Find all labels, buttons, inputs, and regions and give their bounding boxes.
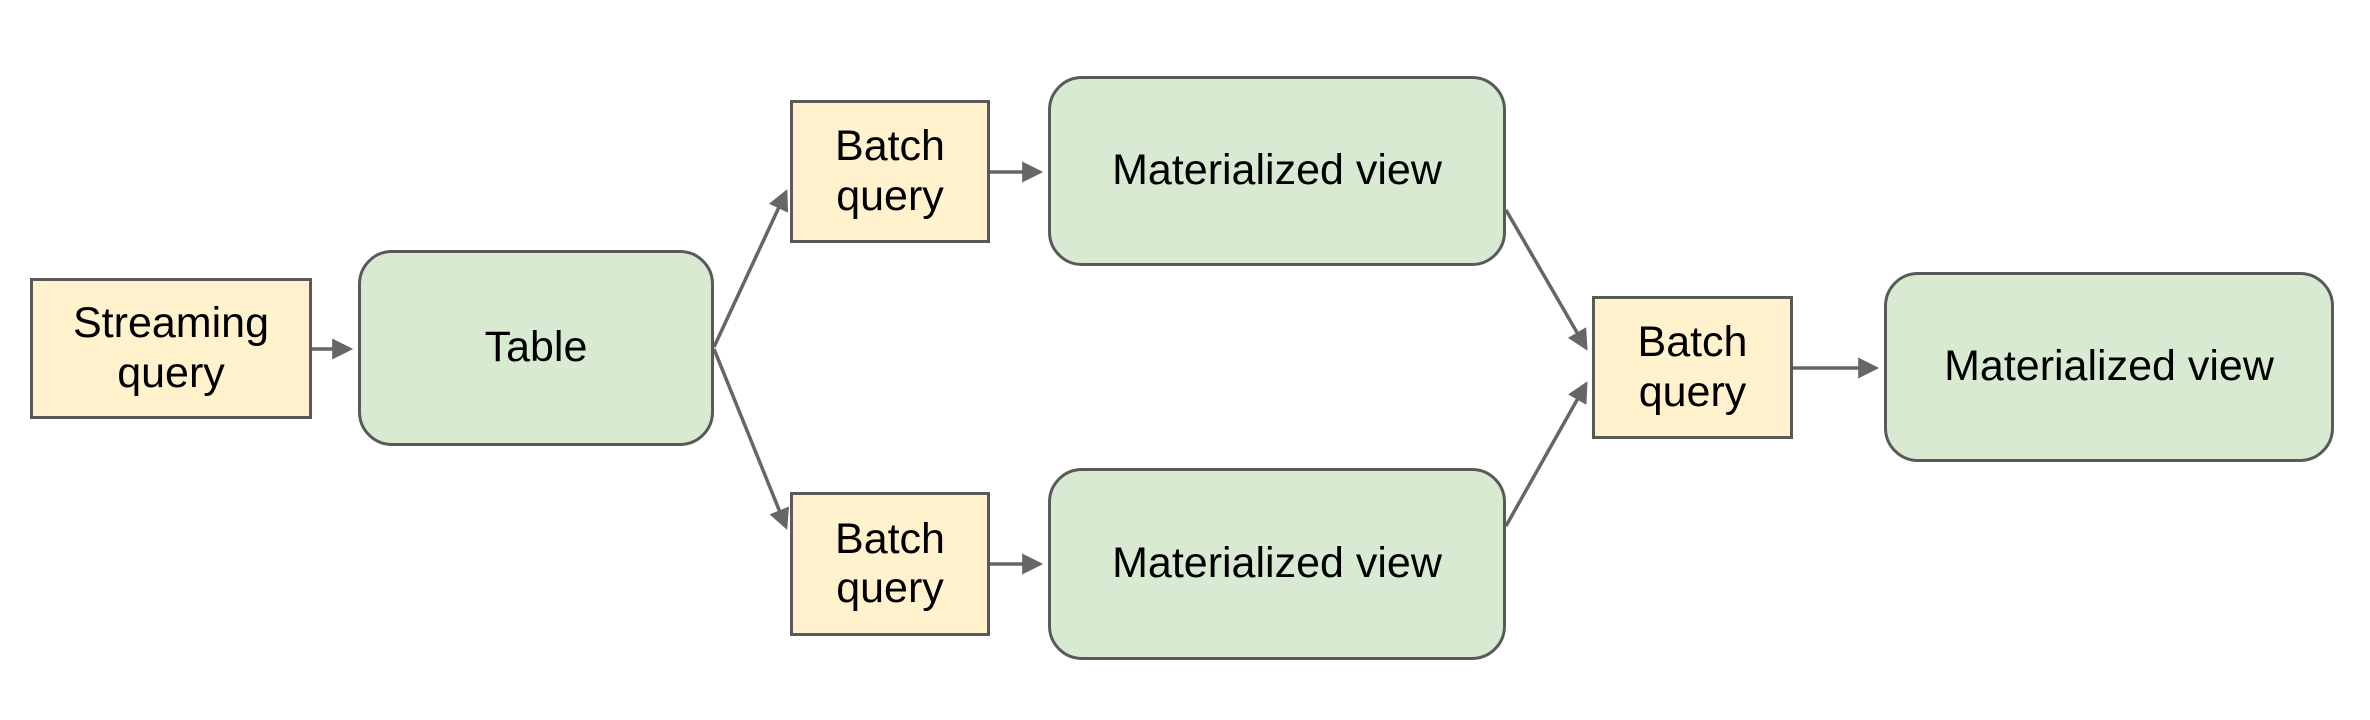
arrow-matview-top-to-batch-right [1504,209,1588,351]
node-batch-query-right: Batch query [1592,296,1793,439]
node-batch-query-top: Batch query [790,100,990,243]
node-materialized-view-right: Materialized view [1884,272,2334,462]
node-label: Materialized view [1112,539,1442,588]
arrow-table-to-batch-top [712,189,789,348]
node-label: Streaming query [73,299,269,397]
arrow-matview-bottom-to-batch-right [1504,381,1588,527]
node-label: Materialized view [1944,342,2274,391]
node-materialized-view-top: Materialized view [1048,76,1506,266]
node-label: Batch query [835,122,945,220]
node-batch-query-bottom: Batch query [790,492,990,636]
node-label: Table [484,323,588,372]
node-label: Batch query [1637,318,1748,416]
arrow-table-to-batch-bottom [712,348,790,530]
node-table: Table [358,250,714,446]
node-label: Batch query [835,514,945,612]
node-label: Materialized view [1112,146,1442,195]
node-streaming-query: Streaming query [30,278,312,419]
node-materialized-view-bottom: Materialized view [1048,468,1506,660]
